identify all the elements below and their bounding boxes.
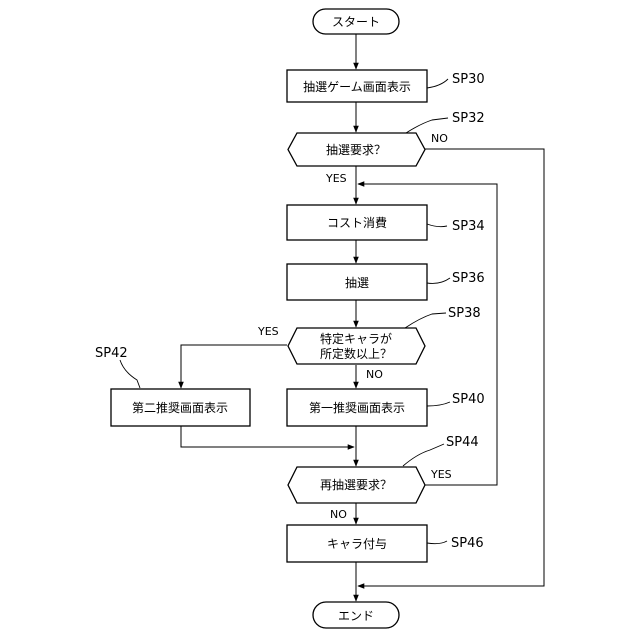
sp44-text: 再抽選要求？ xyxy=(320,478,392,492)
sp34-text: コスト消費 xyxy=(327,215,387,230)
sp38-yes: YES xyxy=(257,325,279,338)
decision-sp32: 抽選要求？ SP32 YES NO xyxy=(288,111,485,185)
sp32-no: NO xyxy=(431,132,448,145)
sp32-text: 抽選要求？ xyxy=(326,143,386,157)
sp34-label: SP34 xyxy=(452,219,485,234)
decision-sp38: 特定キャラが 所定数以上？ SP38 YES NO xyxy=(257,306,481,381)
process-sp40: 第一推奨画面表示 SP40 xyxy=(287,389,485,426)
sp44-no: NO xyxy=(330,508,347,521)
start-terminal: スタート xyxy=(313,9,399,34)
process-sp42: 第二推奨画面表示 SP42 xyxy=(95,346,250,426)
process-sp30: 抽選ゲーム画面表示 SP30 xyxy=(287,70,485,102)
sp32-label: SP32 xyxy=(452,111,485,126)
sp38-no: NO xyxy=(366,368,383,381)
process-sp46: キャラ付与 SP46 xyxy=(287,525,484,562)
sp32-yes: YES xyxy=(325,172,347,185)
sp38-text-line1: 特定キャラが xyxy=(320,331,392,346)
sp44-label: SP44 xyxy=(446,435,479,450)
sp36-text: 抽選 xyxy=(345,276,369,290)
sp44-yes: YES xyxy=(430,468,452,481)
sp30-text: 抽選ゲーム画面表示 xyxy=(303,80,411,94)
sp46-text: キャラ付与 xyxy=(327,537,387,551)
start-text: スタート xyxy=(332,15,380,29)
decision-sp44: 再抽選要求？ SP44 YES NO xyxy=(288,435,479,521)
sp42-text: 第二推奨画面表示 xyxy=(132,401,228,415)
end-text: エンド xyxy=(338,609,374,623)
end-terminal: エンド xyxy=(313,602,399,628)
process-sp34: コスト消費 SP34 xyxy=(287,205,485,240)
sp38-text-line2: 所定数以上？ xyxy=(320,346,392,361)
sp38-label: SP38 xyxy=(448,306,481,321)
sp40-text: 第一推奨画面表示 xyxy=(309,401,405,415)
sp36-label: SP36 xyxy=(452,271,485,286)
sp30-label: SP30 xyxy=(452,72,485,87)
sp42-label: SP42 xyxy=(95,346,128,361)
sp46-label: SP46 xyxy=(451,536,484,551)
connectors xyxy=(181,34,544,601)
sp40-label: SP40 xyxy=(452,392,485,407)
process-sp36: 抽選 SP36 xyxy=(287,264,485,300)
